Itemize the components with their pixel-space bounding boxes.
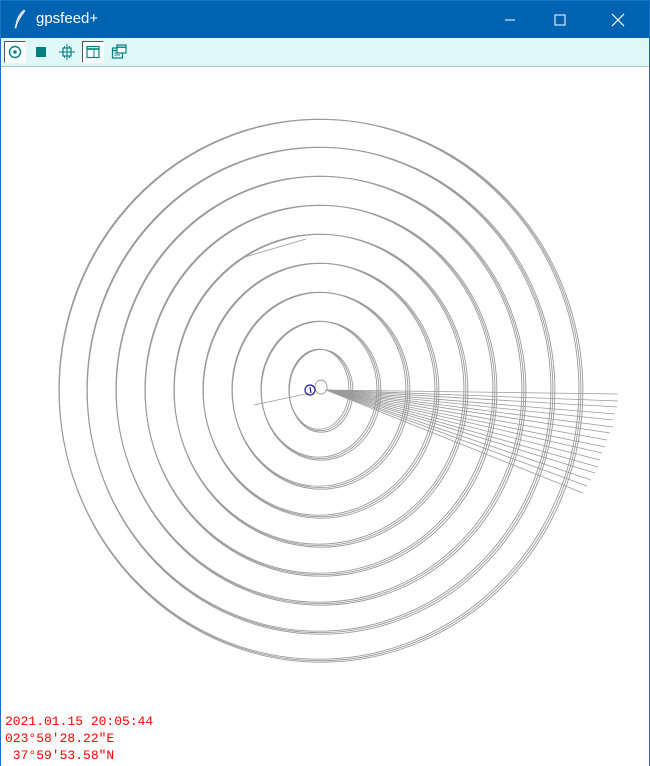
track-loop	[86, 146, 552, 632]
track-spoke	[325, 389, 588, 487]
settings-window-icon	[111, 44, 127, 59]
position-marker	[304, 384, 316, 396]
target-icon	[8, 45, 22, 59]
track-spoke	[325, 389, 616, 415]
status-longitude: 023°58'28.22"E	[5, 731, 115, 746]
track-spoke	[325, 389, 614, 428]
track-spoke	[253, 392, 311, 406]
track-spoke	[325, 389, 584, 494]
track-canvas[interactable]: 2021.01.15 20:05:44 023°58'28.22"E 37°59…	[1, 67, 649, 766]
track-spoke	[325, 389, 603, 454]
panel-button[interactable]	[82, 41, 104, 63]
track-loop	[115, 175, 523, 603]
track-spoke	[325, 389, 599, 468]
track-spoke	[325, 389, 619, 402]
track-spoke	[325, 389, 608, 441]
track-spoke	[325, 389, 611, 434]
crosshair-chip-icon	[59, 44, 75, 60]
close-button[interactable]	[595, 1, 641, 38]
track-loop	[173, 233, 469, 548]
settings-button[interactable]	[108, 41, 130, 63]
track-spoke	[325, 389, 619, 395]
status-datetime: 2021.01.15 20:05:44	[5, 714, 154, 729]
track-loop	[115, 175, 527, 606]
track-loop	[58, 118, 584, 663]
track-spoke	[325, 389, 592, 481]
stop-square-icon	[36, 47, 46, 57]
track-loop	[58, 118, 580, 660]
window-title: gpsfeed+	[36, 10, 99, 27]
track-loop	[144, 204, 498, 577]
maximize-icon	[554, 14, 566, 25]
status-latitude: 37°59'53.58"N	[5, 748, 115, 763]
maximize-button[interactable]	[537, 1, 583, 38]
gps-track-plot	[58, 118, 619, 663]
track-spoke	[325, 389, 596, 474]
track-loop	[202, 262, 440, 519]
track-spoke	[325, 389, 618, 408]
minimize-button[interactable]	[487, 1, 533, 38]
heading-needle	[309, 386, 312, 394]
track-loop	[314, 379, 328, 395]
panel-window-icon	[86, 45, 100, 59]
title-bar[interactable]: gpsfeed+	[1, 1, 649, 38]
close-icon	[611, 13, 625, 26]
track-spoke	[325, 389, 606, 448]
track-spoke	[325, 389, 601, 461]
track-loop	[86, 146, 556, 635]
track-spoke	[325, 389, 614, 421]
start-tracking-button[interactable]	[4, 41, 26, 63]
minimize-icon	[505, 19, 515, 20]
feather-icon	[14, 9, 26, 29]
track-spoke	[244, 238, 307, 258]
toolbar	[1, 38, 649, 67]
stop-button[interactable]	[30, 41, 52, 63]
position-button[interactable]	[56, 41, 78, 63]
track-loop	[58, 118, 582, 662]
